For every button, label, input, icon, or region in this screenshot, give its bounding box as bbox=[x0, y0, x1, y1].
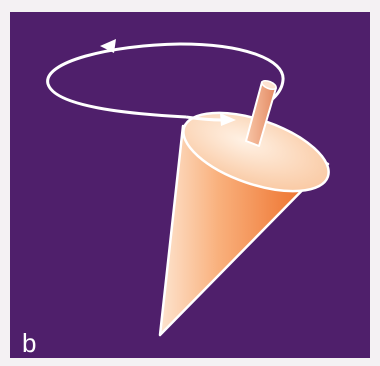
panel-label: b bbox=[22, 330, 36, 356]
rotation-arrow-path bbox=[48, 44, 283, 117]
figure-panel: b bbox=[10, 12, 370, 358]
spinning-top-illustration bbox=[10, 12, 370, 358]
